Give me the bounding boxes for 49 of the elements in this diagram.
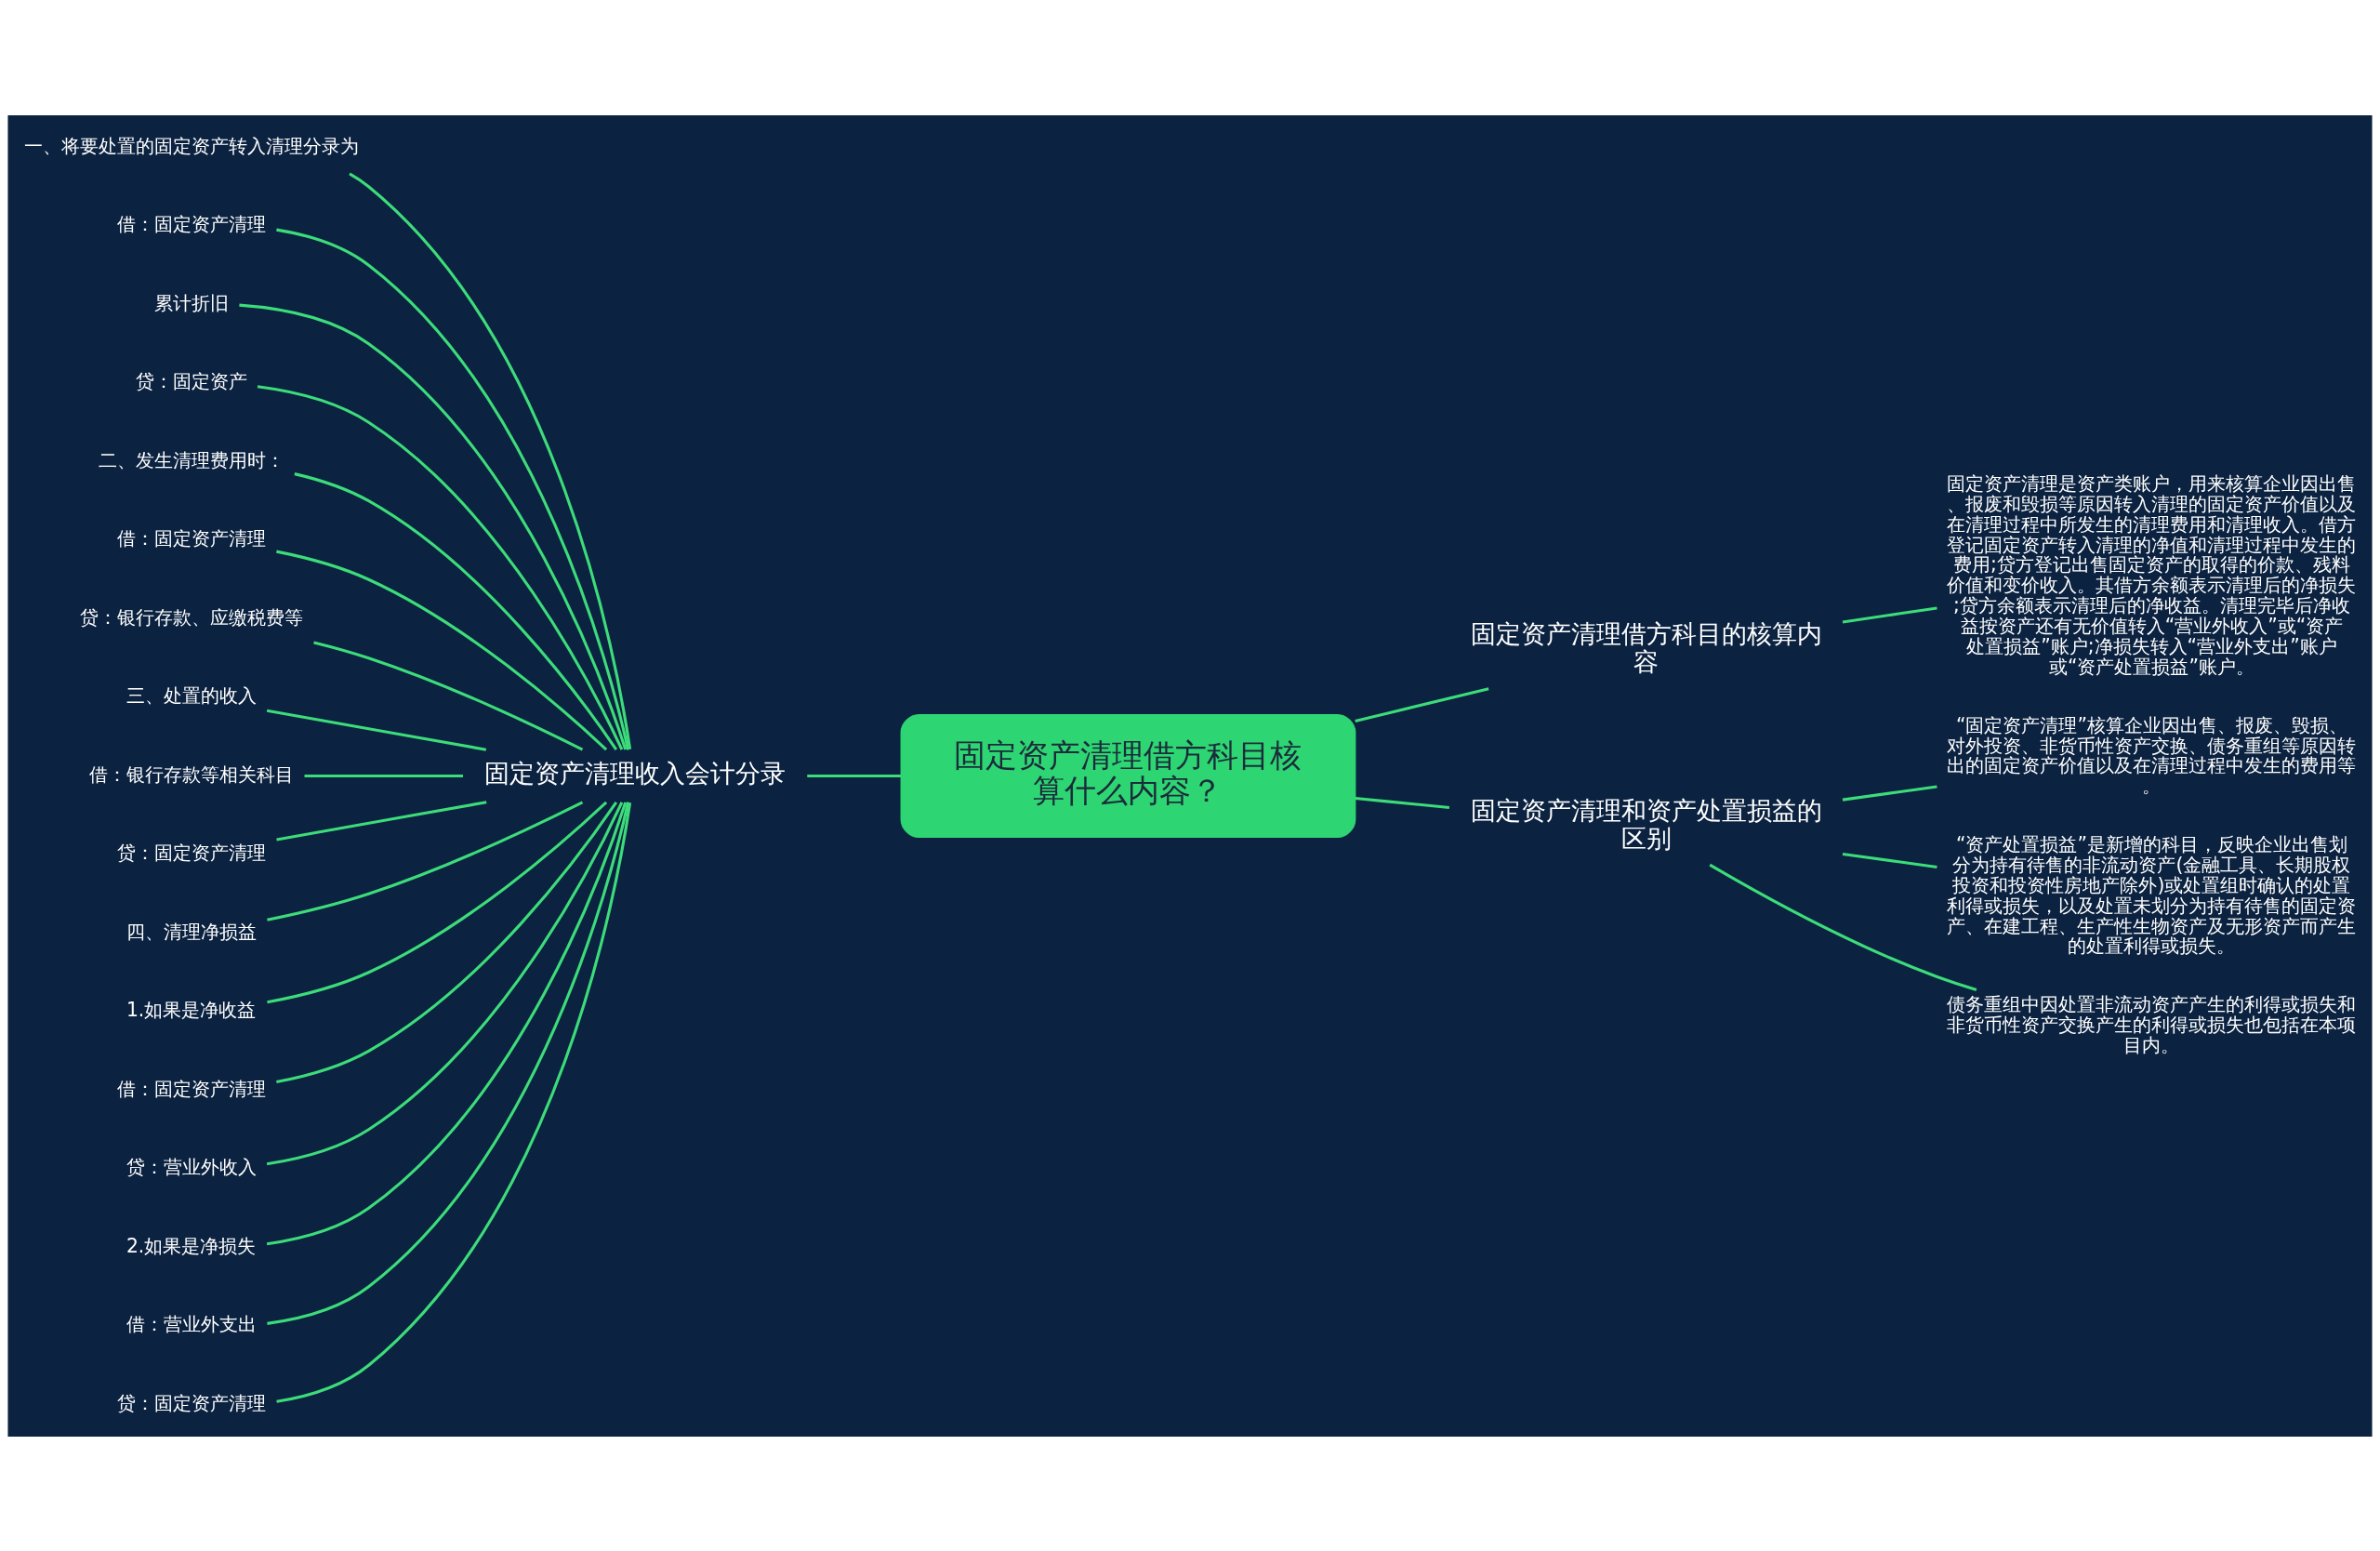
connector — [294, 471, 618, 750]
node-text: 贷：固定资产清理 — [116, 841, 266, 864]
node-text: 2.如果是净损失 — [126, 1234, 257, 1257]
node-text: “固定资产清理”核算企业因出售、报废、毁损、对外投资、非货币性资产交换、债务重组等原因转出的固定资产价值以及在清理过程中发生的费用等。 — [1947, 713, 2357, 797]
connector — [267, 801, 584, 921]
node-text: 二、发生清理费用时： — [98, 448, 284, 471]
connector — [276, 801, 618, 1083]
connector — [1355, 686, 1489, 722]
node-text: 固定资产清理借方科目的核算内容 — [1470, 618, 1822, 676]
node-text: 贷：银行存款、应缴税费等 — [79, 605, 303, 629]
connector — [1709, 863, 1977, 991]
connector — [267, 801, 608, 1003]
connector — [276, 802, 632, 1403]
node-text: “资产处置损益”是新增的科目，反映企业出售划分为持有待售的非流动资产(金融工具、长期股权投资和投资性房地产除外)或处置组时确认的处置利得或损失，以及处置未划分为持有待售的固定资产、在建工程、生产性生物资产及无形资产而产生的处置利得或损失。 — [1947, 832, 2357, 957]
node-text: 固定资产清理收入会计分录 — [483, 758, 786, 788]
node-text: 借：固定资产清理 — [116, 1077, 266, 1100]
node-text: 固定资产清理和资产处置损益的区别 — [1470, 795, 1822, 853]
node-text: 三、处置的收入 — [126, 683, 257, 707]
connector — [1842, 605, 1937, 623]
connector — [349, 171, 632, 749]
connector — [276, 550, 608, 750]
node-text: 借：固定资产清理 — [116, 526, 266, 550]
connector — [257, 384, 624, 750]
node-text: 债务重组中因处置非流动资产产生的利得或损失和非货币性资产交换产生的利得或损失也包括在本项目内。 — [1947, 992, 2357, 1056]
connector — [266, 801, 624, 1165]
connector — [313, 640, 584, 750]
node-text: 贷：固定资产 — [135, 369, 247, 392]
node-text: 贷：营业外收入 — [126, 1155, 257, 1178]
connector — [266, 709, 487, 751]
connector — [276, 228, 630, 750]
node-text: 借：固定资产清理 — [116, 212, 266, 235]
connector — [1842, 852, 1937, 868]
node-text: 累计折旧 — [153, 291, 229, 314]
connector — [1355, 796, 1450, 809]
connector — [266, 801, 628, 1245]
connector — [239, 303, 628, 750]
node-text: 四、清理净损益 — [126, 920, 257, 943]
connector — [276, 800, 487, 841]
node-text: 固定资产清理是资产类账户，用来核算企业因出售、报废和毁损等原因转入清理的固定资产价值以及在清理过程中所发生的清理费用和清理收入。借方登记固定资产转入清理的净值和清理过程中发生的费用;贷方登记出售固定资产的取得的价款、残料价值和变价收入。其借方余额表示清理后的净损失;贷方余额表示清理后的净收益。清理完毕后净收益按资产还有无价值转入“营业外收入”或“资产处置损益”账户;净损失转入“营业外支出”账户或“资产处置损益”账户。 — [1947, 471, 2357, 678]
node-box: 固定资产清理借方科目核算什么内容？ — [900, 713, 1356, 838]
connector — [807, 774, 901, 777]
node-text: 借：银行存款等相关科目 — [88, 762, 294, 786]
node-text: 1.如果是净收益 — [126, 998, 257, 1021]
connector — [304, 774, 463, 777]
connector — [1842, 785, 1937, 802]
connector — [267, 801, 630, 1325]
node-text: 一、将要处置的固定资产转入清理分录为 — [23, 134, 359, 157]
node-text: 贷：固定资产清理 — [116, 1391, 266, 1414]
node-text: 借：营业外支出 — [126, 1312, 257, 1335]
